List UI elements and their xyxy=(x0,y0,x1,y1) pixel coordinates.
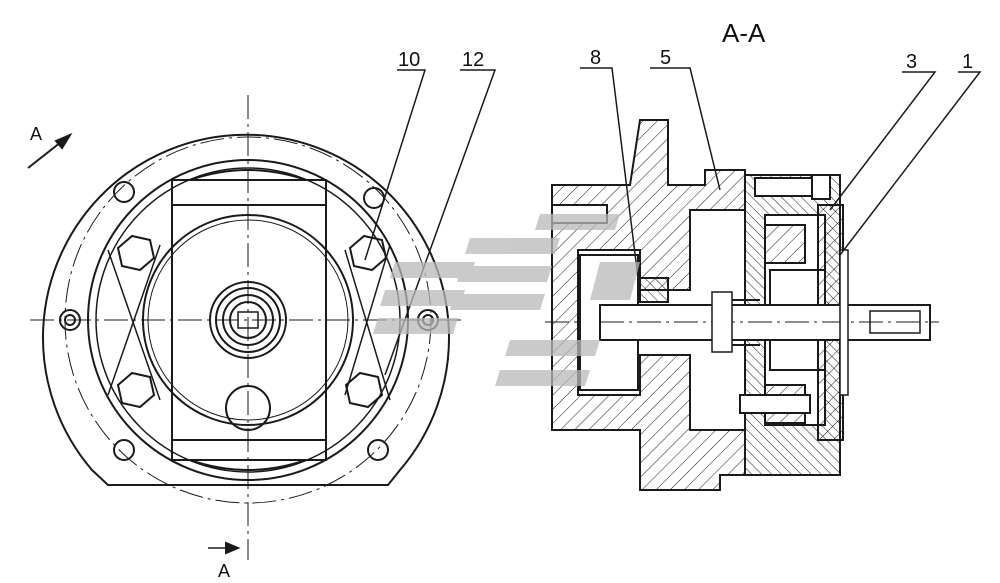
callout-10: 10 xyxy=(398,49,420,71)
cap-bolt-bottom xyxy=(739,394,811,414)
section-mark-top: A xyxy=(30,124,42,144)
cap-bolt-top xyxy=(754,177,816,197)
section-title: A-A xyxy=(722,18,766,48)
callout-leaders-right xyxy=(580,67,982,279)
hex-nut-bottom-left xyxy=(116,371,156,409)
bolt-hole-top-left xyxy=(113,181,135,203)
hex-nut-bottom-right xyxy=(344,371,384,409)
section-mark-bottom: A xyxy=(218,561,230,581)
bolt-hole-top-right xyxy=(363,187,385,209)
callout-1: 1 xyxy=(962,51,973,73)
callout-12: 12 xyxy=(462,49,484,71)
body-block xyxy=(171,179,327,461)
shaft xyxy=(229,301,267,339)
section-view xyxy=(545,119,940,491)
hub-outer xyxy=(209,281,287,359)
bolt-hole-bottom-left xyxy=(113,439,135,461)
callout-3: 3 xyxy=(906,51,917,73)
hex-nut-top-left xyxy=(116,234,156,272)
callout-8: 8 xyxy=(590,47,601,69)
lower-hole xyxy=(225,385,271,431)
watermark-logo xyxy=(373,214,640,386)
outer-flange xyxy=(42,133,450,486)
hex-nut-top-right xyxy=(348,234,388,272)
callout-5: 5 xyxy=(660,47,671,69)
seal xyxy=(639,277,669,303)
bolt-hole-left xyxy=(59,309,81,331)
central-housing xyxy=(142,214,354,426)
bolt-hole-bottom-right xyxy=(367,439,389,461)
